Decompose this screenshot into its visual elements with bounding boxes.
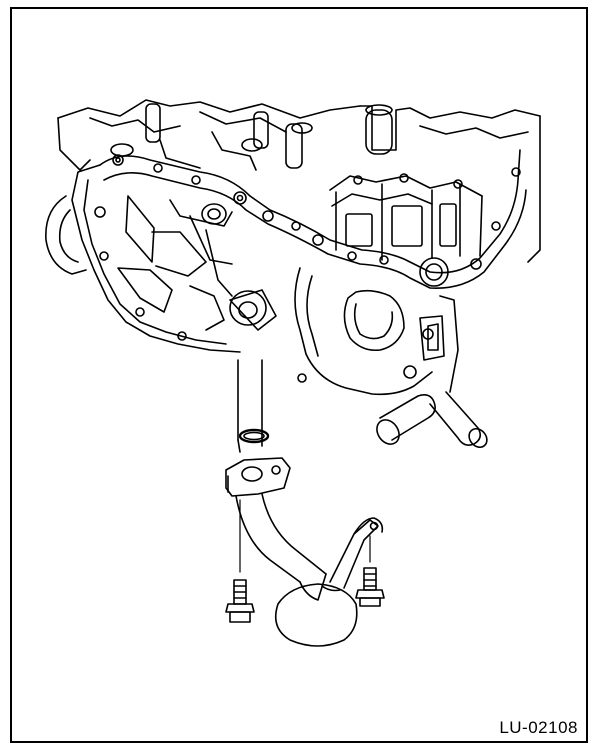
cylinder-block bbox=[46, 100, 540, 451]
figure-code: LU-02108 bbox=[499, 718, 578, 737]
bolt-left bbox=[226, 500, 254, 622]
oil-strainer bbox=[226, 458, 382, 646]
o-ring bbox=[240, 430, 268, 442]
bolt-right bbox=[356, 536, 384, 606]
